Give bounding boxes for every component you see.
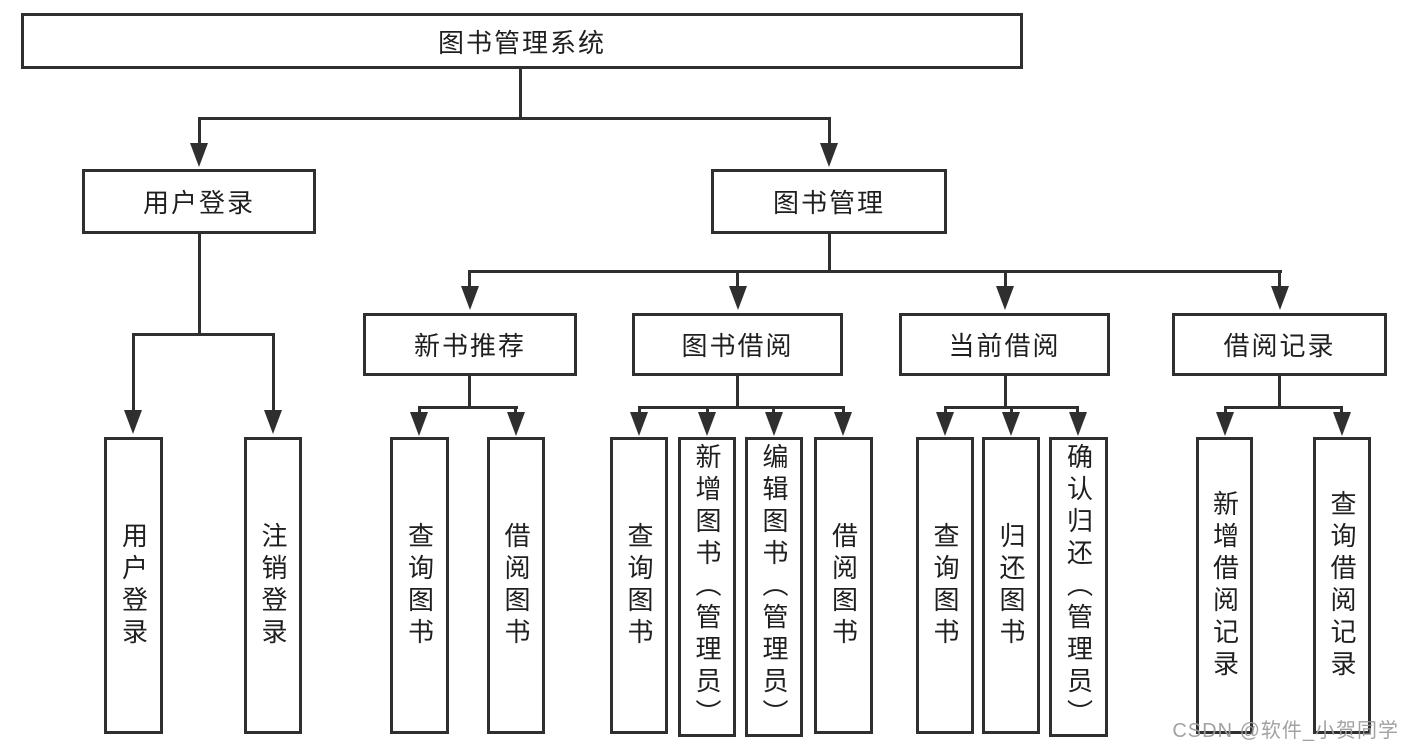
- connector-line: [514, 406, 517, 416]
- arrowhead-down: [936, 412, 954, 436]
- connector-line: [706, 406, 709, 416]
- node-query-books-recommend-label: 查询图书: [404, 521, 435, 650]
- node-current-borrowing: 当前借阅: [899, 313, 1110, 376]
- arrowhead-down: [1069, 412, 1087, 436]
- connector-line: [418, 406, 421, 416]
- node-user-login: 用户登录: [82, 169, 316, 234]
- connector-line: [1004, 376, 1007, 409]
- connector-line: [828, 117, 831, 146]
- node-add-borrow-record-label: 新增借阅记录: [1209, 489, 1240, 682]
- node-logout: 注销登录: [244, 437, 302, 734]
- node-borrow-book: 借阅图书: [814, 437, 873, 734]
- node-add-book-admin: 新增图书（管理员）: [678, 437, 736, 737]
- arrowhead-down: [124, 410, 142, 434]
- connector-line: [638, 406, 641, 416]
- node-borrow-book-label: 借阅图书: [828, 521, 859, 650]
- arrowhead-down: [461, 286, 479, 310]
- arrowhead-down: [820, 143, 838, 167]
- connector-line: [272, 333, 275, 413]
- arrowhead-down: [765, 412, 783, 436]
- connector-line: [198, 117, 201, 146]
- node-book-borrowing: 图书借阅: [632, 313, 843, 376]
- connector-line: [1004, 270, 1007, 288]
- node-borrowing-records-label: 借阅记录: [1223, 331, 1336, 361]
- arrowhead-down: [190, 143, 208, 167]
- node-book-management-label: 图书管理: [772, 188, 885, 218]
- arrowhead-down: [507, 412, 525, 436]
- connector-line: [1224, 406, 1343, 409]
- node-new-book-recommend: 新书推荐: [363, 313, 577, 376]
- node-query-books-current-label: 查询图书: [930, 521, 960, 650]
- node-query-books-recommend: 查询图书: [390, 437, 449, 734]
- node-return-book-label: 归还图书: [996, 521, 1026, 650]
- node-book-borrowing-label: 图书借阅: [681, 331, 794, 361]
- arrowhead-down: [698, 412, 716, 436]
- node-return-book: 归还图书: [982, 437, 1040, 734]
- connector-line: [638, 406, 845, 409]
- connector-line: [1278, 376, 1281, 409]
- node-borrow-books-recommend: 借阅图书: [487, 437, 545, 734]
- node-add-borrow-record: 新增借阅记录: [1196, 437, 1253, 734]
- connector-line: [468, 270, 1282, 273]
- node-edit-book-admin-label: 编辑图书（管理员）: [759, 443, 789, 731]
- arrowhead-down: [729, 286, 747, 310]
- connector-line: [198, 234, 201, 336]
- connector-line: [842, 406, 845, 416]
- node-book-management: 图书管理: [711, 169, 947, 234]
- node-query-books-current: 查询图书: [916, 437, 974, 734]
- arrowhead-down: [1216, 412, 1234, 436]
- node-borrow-books-recommend-label: 借阅图书: [501, 521, 531, 650]
- node-library-system: 图书管理系统: [21, 13, 1023, 69]
- node-logout-label: 注销登录: [258, 521, 288, 650]
- arrowhead-down: [996, 286, 1014, 310]
- arrowhead-down: [1333, 412, 1351, 436]
- node-query-borrow-record: 查询借阅记录: [1313, 437, 1371, 734]
- node-confirm-return-admin: 确认归还（管理员）: [1049, 437, 1108, 737]
- connector-line: [1076, 406, 1079, 416]
- connector-line: [198, 117, 830, 120]
- node-library-system-label: 图书管理系统: [437, 27, 606, 58]
- connector-line: [519, 69, 522, 118]
- connector-line: [418, 406, 518, 409]
- arrowhead-down: [630, 412, 648, 436]
- csdn-watermark: CSDN @软件_小贺同学: [1172, 720, 1399, 742]
- node-user-login-leaf: 用户登录: [104, 437, 163, 734]
- connector-line: [1340, 406, 1343, 416]
- connector-line: [132, 333, 275, 336]
- connector-line: [944, 406, 947, 416]
- connector-line: [1278, 270, 1281, 288]
- arrowhead-down: [264, 410, 282, 434]
- node-add-book-admin-label: 新增图书（管理员）: [692, 443, 722, 731]
- node-query-books-borrowing-label: 查询图书: [624, 521, 654, 650]
- node-user-login-label: 用户登录: [142, 188, 255, 218]
- node-borrowing-records: 借阅记录: [1172, 313, 1387, 376]
- arrowhead-down: [1271, 286, 1289, 310]
- connector-line: [772, 406, 775, 416]
- connector-line: [132, 333, 135, 413]
- node-current-borrowing-label: 当前借阅: [948, 331, 1061, 361]
- node-new-book-recommend-label: 新书推荐: [413, 331, 526, 361]
- arrowhead-down: [410, 412, 428, 436]
- node-query-borrow-record-label: 查询借阅记录: [1327, 489, 1357, 682]
- arrowhead-down: [834, 412, 852, 436]
- connector-line: [828, 234, 831, 273]
- arrowhead-down: [1002, 412, 1020, 436]
- connector-line: [1010, 406, 1013, 416]
- node-query-books-borrowing: 查询图书: [610, 437, 668, 734]
- connector-line: [1224, 406, 1227, 416]
- node-user-login-leaf-label: 用户登录: [118, 521, 149, 650]
- node-edit-book-admin: 编辑图书（管理员）: [745, 437, 803, 737]
- connector-line: [736, 270, 739, 288]
- connector-line: [736, 376, 739, 409]
- connector-line: [468, 376, 471, 409]
- node-confirm-return-admin-label: 确认归还（管理员）: [1063, 443, 1094, 731]
- connector-line: [468, 270, 471, 288]
